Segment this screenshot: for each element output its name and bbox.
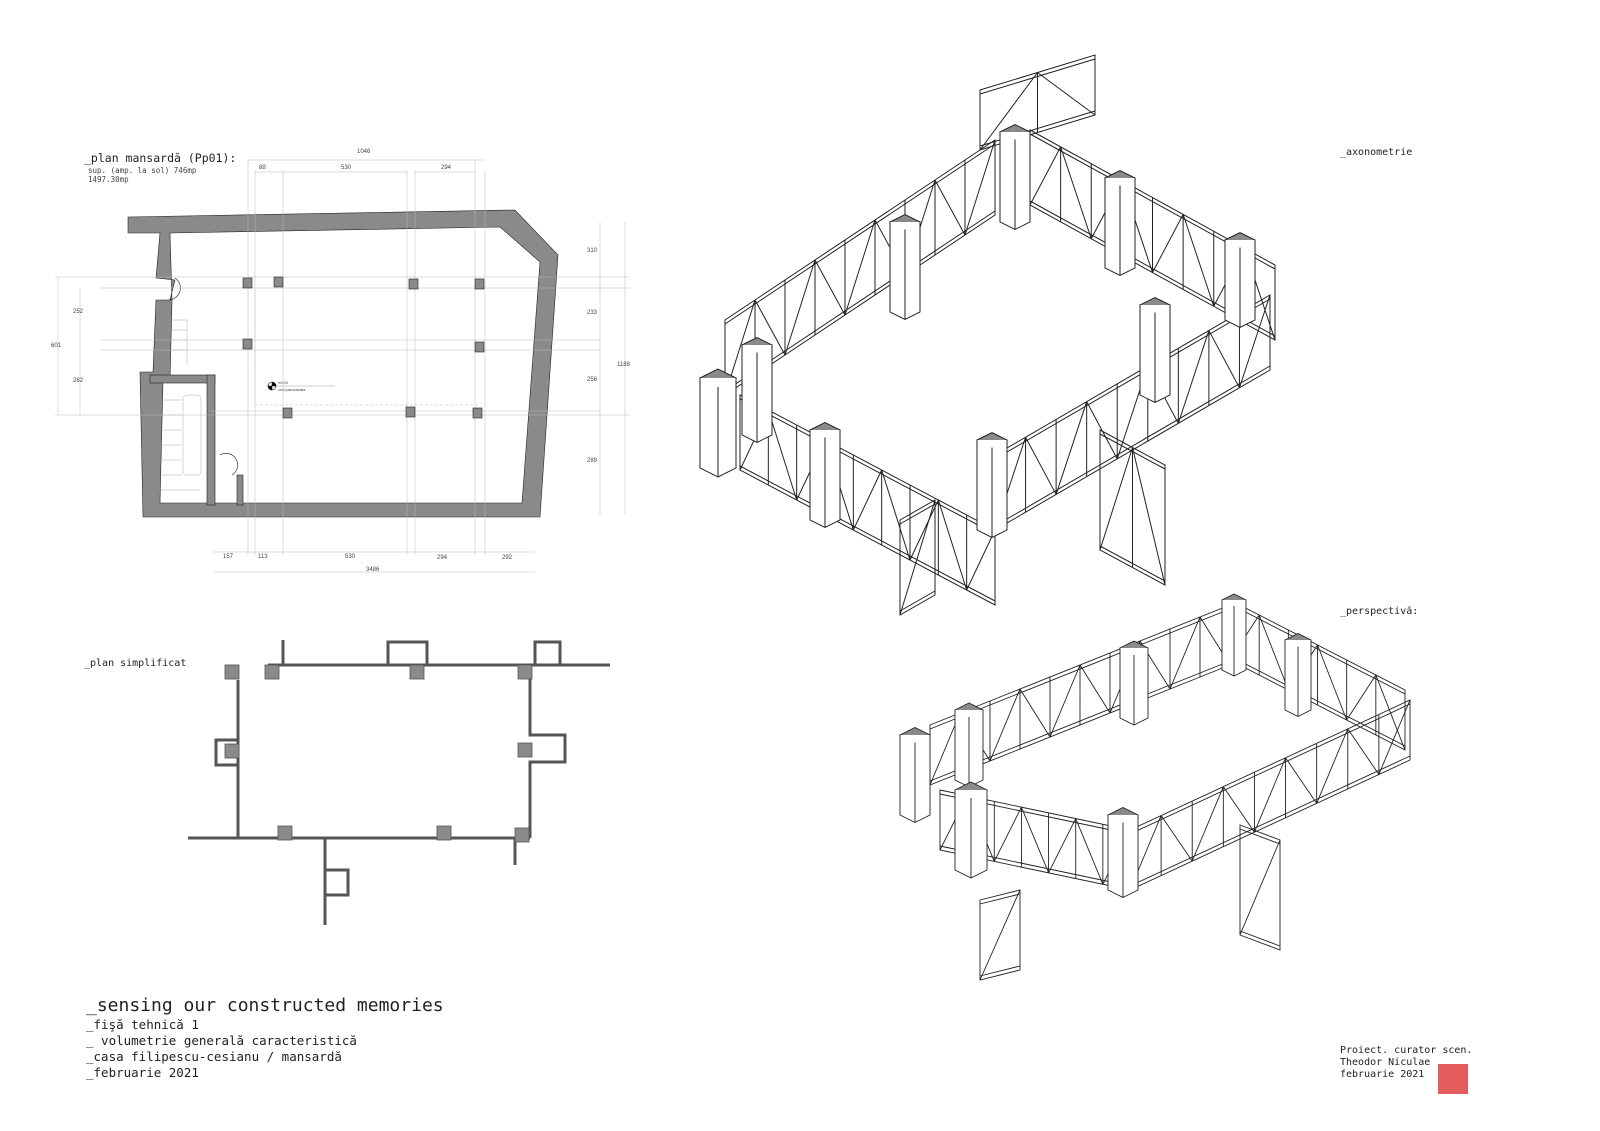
pillar — [999, 132, 1031, 231]
axonometry-title: _axonometrie — [1340, 147, 1413, 158]
truss-wall — [979, 889, 1021, 981]
truss-wall — [979, 54, 1096, 151]
perspective-drawing — [898, 593, 1411, 981]
truss-wall — [1239, 824, 1281, 951]
sheet-title: _sensing our constructed memories — [86, 995, 444, 1016]
plan-stairs — [160, 319, 202, 491]
axonometric-drawing — [698, 54, 1276, 616]
plan-stair-core — [149, 374, 216, 384]
sheet-line: _februarie 2021 — [86, 1065, 199, 1080]
plan-door-arc — [167, 277, 238, 476]
sheet-subtitle: _fişă tehnică 1 _ volumetrie generală ca… — [86, 1017, 357, 1081]
dim-right: 289 — [587, 458, 598, 464]
sheet-line: _casa filipescu-cesianu / mansardă — [86, 1049, 342, 1064]
sheet-line: _fişă tehnică 1 — [86, 1017, 199, 1032]
seal-stamp — [1438, 1064, 1468, 1094]
dim-left: 282 — [73, 378, 84, 384]
pillar — [954, 790, 988, 879]
plan-outer-wall — [127, 209, 559, 518]
dim-top: 294 — [441, 165, 452, 171]
simplified-plan-title: _plan simplificat — [84, 658, 187, 669]
truss-wall — [1099, 429, 1166, 586]
pillar — [1139, 305, 1171, 404]
plan-subtitle: sup. (amp. la sol) 746mp 1497.30mp — [88, 166, 196, 184]
plan-partition — [236, 474, 244, 506]
truss-wall — [899, 499, 936, 616]
dim-bottom: 113 — [258, 554, 268, 560]
plan-columns — [242, 276, 485, 419]
credit-line: Proiect. curator scen. — [1340, 1045, 1473, 1056]
dim-top: 530 — [341, 165, 352, 171]
plan-stair-core-wall — [206, 374, 216, 506]
pillar — [976, 440, 1008, 539]
pillar — [899, 735, 931, 824]
dim-bottom: 530 — [345, 554, 356, 560]
dim-bottom: 294 — [437, 555, 448, 561]
pillar — [954, 710, 984, 788]
plan-surface: sup. (amp. la sol) 746mp — [88, 166, 197, 175]
dim-left: 601 — [51, 343, 62, 349]
dim-left: 252 — [73, 309, 84, 315]
pillar — [699, 378, 737, 478]
plan-title: _plan mansardă (Pp01): — [84, 151, 237, 165]
dim-right: 256 — [587, 377, 598, 383]
pillar — [741, 345, 773, 444]
dim-right: 233 — [587, 310, 598, 316]
dim-bottom: 292 — [502, 555, 513, 561]
dim-top: 1046 — [357, 149, 371, 155]
dim-right: 310 — [587, 248, 598, 254]
pillar — [1224, 240, 1256, 329]
credit-line: februarie 2021 — [1340, 1069, 1425, 1080]
plan-simplificat — [188, 640, 610, 925]
pillar — [1221, 600, 1247, 677]
level-note: cod pardoseala — [278, 387, 306, 392]
pillar — [889, 222, 921, 321]
truss-wall — [739, 394, 996, 606]
plan-area: 1497.30mp — [88, 175, 129, 184]
truss-wall — [1129, 699, 1411, 891]
credit-line: Theodor Niculae — [1340, 1057, 1431, 1068]
dim-right: 1188 — [617, 362, 630, 368]
plan-level-marker-icon — [267, 381, 335, 391]
level-marker: ±0.00 — [278, 380, 288, 385]
pillar — [809, 430, 841, 529]
pillar — [1284, 640, 1312, 718]
pillar — [1119, 648, 1149, 726]
sheet-line: _ volumetrie generală caracteristică — [86, 1033, 357, 1048]
simplified-columns — [224, 664, 533, 843]
dim-bottom: 3486 — [366, 567, 380, 573]
dim-bottom: 157 — [223, 554, 234, 560]
plan-mansarda — [55, 159, 630, 573]
plan-grid-lines — [55, 159, 630, 573]
pillar — [1104, 178, 1136, 277]
perspective-title: _perspectivă: — [1340, 606, 1419, 617]
pillar — [1107, 815, 1139, 899]
dim-top: 88 — [259, 165, 266, 171]
credit-block: Proiect. curator scen. Theodor Niculae f… — [1340, 1045, 1472, 1081]
